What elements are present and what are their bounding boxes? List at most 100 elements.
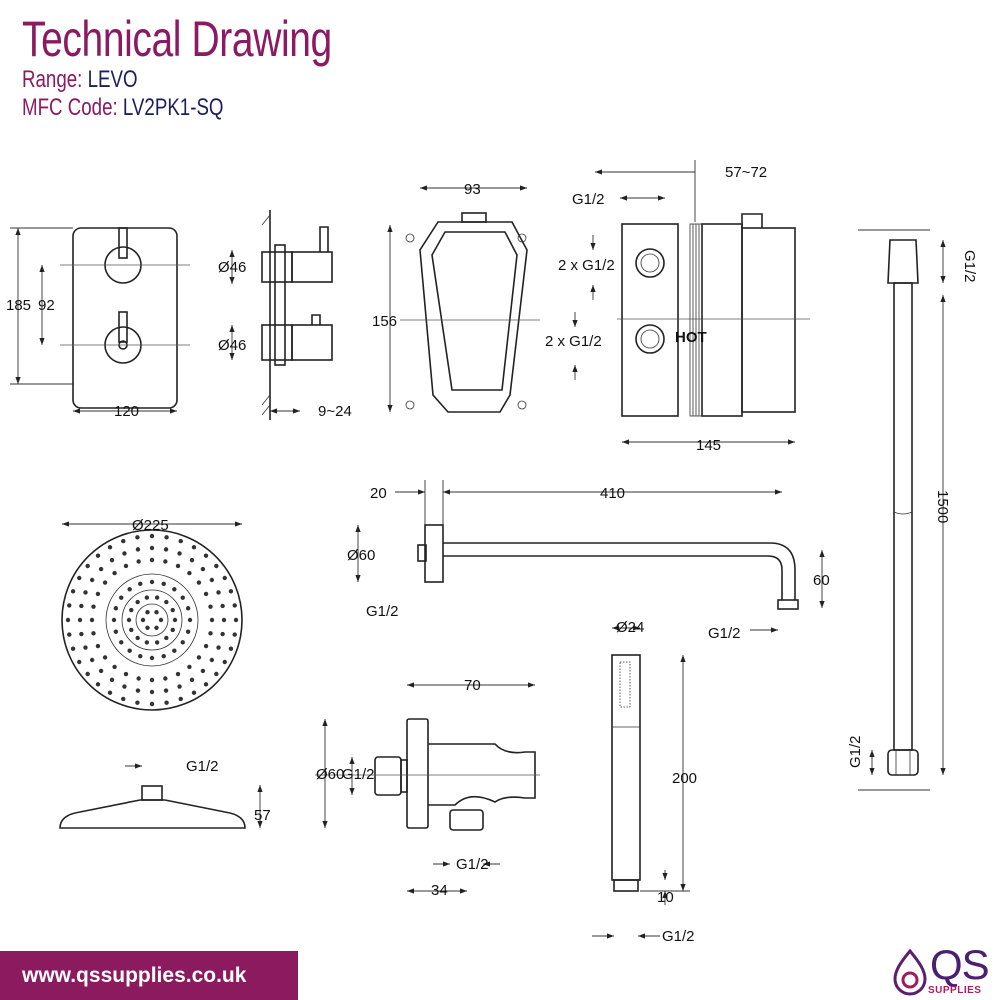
nozzle-dot [178, 538, 183, 544]
nozzle-dot [113, 606, 119, 611]
nozzle-dot [85, 671, 90, 677]
nozzle-dot [135, 635, 140, 641]
dim-width: 145 [696, 437, 721, 454]
dim-box-height: 156 [372, 313, 397, 330]
dim-dia-top: Ø46 [218, 259, 246, 276]
nozzle-dot [178, 696, 183, 702]
dim-depth-range: 57~72 [725, 164, 767, 181]
nozzle-dot [189, 677, 195, 683]
nozzle-dot [135, 599, 140, 605]
dim-inlet-thread: G1/2 [342, 766, 375, 783]
nozzle-dot [177, 551, 182, 556]
nozzle-dot [138, 653, 143, 659]
dim-thread: G1/2 [366, 603, 399, 620]
nozzle-dot [220, 631, 225, 637]
header: Technical Drawing Range: LEVO MFC Code: … [22, 14, 419, 120]
nozzle-dot [95, 553, 101, 558]
nozzle-dot [95, 591, 101, 597]
nozzle-dot [200, 668, 206, 674]
nozzle-dot [70, 589, 76, 594]
nozzle-dot [113, 629, 119, 634]
shower-head-side-view: G1/2 57 [59, 758, 271, 829]
nozzle-dot [203, 682, 209, 687]
qs-supplies-logo: QS SUPPLIES [890, 941, 1000, 1000]
nozzle-dot [149, 655, 155, 661]
nozzle-dot [214, 563, 219, 569]
nozzle-dot [109, 677, 115, 683]
nozzle-dot [136, 676, 141, 681]
dim-bottom-thread: G1/2 [847, 735, 864, 768]
dim-length: 410 [600, 485, 625, 502]
nozzle-dot [144, 640, 150, 645]
nozzle-dot [121, 538, 126, 544]
nozzle-dot [222, 659, 227, 665]
nozzle-dot [95, 643, 101, 649]
nozzle-dot [170, 627, 175, 633]
nozzle-dot [164, 599, 169, 605]
nozzle-dot [95, 682, 101, 687]
nozzle-dot [83, 645, 88, 650]
nozzle-dot [149, 689, 155, 695]
nozzle-dot [136, 559, 141, 564]
nozzle-dot [149, 701, 155, 707]
dim-height: 57 [254, 807, 271, 824]
nozzle-dot [122, 684, 127, 689]
nozzle-dot [163, 559, 168, 564]
nozzle-dot [109, 557, 115, 563]
nozzle-dot [161, 653, 166, 659]
dim-outlet-thread: G1/2 [708, 625, 741, 642]
nozzle-dot [187, 570, 192, 576]
nozzle-dot [161, 581, 166, 587]
dim-offset: 34 [431, 882, 448, 899]
nozzle-dot [163, 547, 169, 552]
nozzle-dot [232, 632, 237, 637]
nozzle-dot [203, 553, 209, 558]
nozzle-dot [140, 617, 146, 623]
nozzle-dot [196, 655, 202, 660]
dim-height: 185 [6, 297, 31, 314]
dim-dia: Ø60 [347, 547, 375, 564]
nozzle-dot [122, 551, 127, 556]
nozzle-dot [203, 643, 209, 649]
nozzle-dot [149, 533, 155, 539]
water-drop-logo-icon [893, 948, 927, 996]
nozzle-dot [216, 590, 221, 595]
riser-rail: G1/2 1500 G1/2 [847, 229, 978, 791]
nozzle-dot [107, 690, 113, 695]
nozzle-dot [187, 664, 192, 670]
logo-mark: QS [930, 941, 990, 988]
nozzle-dot [149, 579, 155, 585]
nozzle-dot [144, 595, 150, 600]
dim-dia: Ø24 [616, 619, 644, 636]
nozzle-dot [180, 595, 185, 600]
nozzle-dot [91, 631, 96, 636]
nozzle-dot [191, 545, 197, 550]
nozzle-dot [200, 566, 206, 572]
nozzle-dot [154, 595, 160, 600]
nozzle-dot [222, 575, 227, 581]
nozzle-dot [158, 617, 164, 623]
nozzle-dot [149, 557, 155, 563]
nozzle-dot [121, 696, 126, 702]
dim-drop: 60 [813, 572, 830, 589]
hot-label: HOT [675, 329, 707, 346]
nozzle-dot [89, 657, 95, 663]
nozzle-dot [233, 617, 239, 623]
dim-dia-bottom: Ø46 [218, 337, 246, 354]
dim-inlet-top: 2 x G1/2 [558, 257, 615, 274]
nozzle-dot [170, 607, 175, 613]
website-url[interactable]: www.qssupplies.co.uk [0, 951, 298, 1000]
nozzle-dot [126, 617, 132, 623]
nozzle-dot [127, 648, 132, 653]
nozzle-dot [208, 604, 213, 609]
hand-shower: Ø24 200 10 G1/2 [592, 619, 697, 945]
nozzle-dot [65, 617, 71, 623]
nozzle-dot [220, 603, 225, 609]
nozzle-dot [107, 545, 113, 550]
nozzle-dot [187, 617, 193, 623]
nozzle-dot [203, 591, 209, 597]
nozzle-dot [196, 580, 202, 585]
nozzle-dot [77, 575, 82, 581]
dim-box-width: 93 [464, 181, 481, 198]
